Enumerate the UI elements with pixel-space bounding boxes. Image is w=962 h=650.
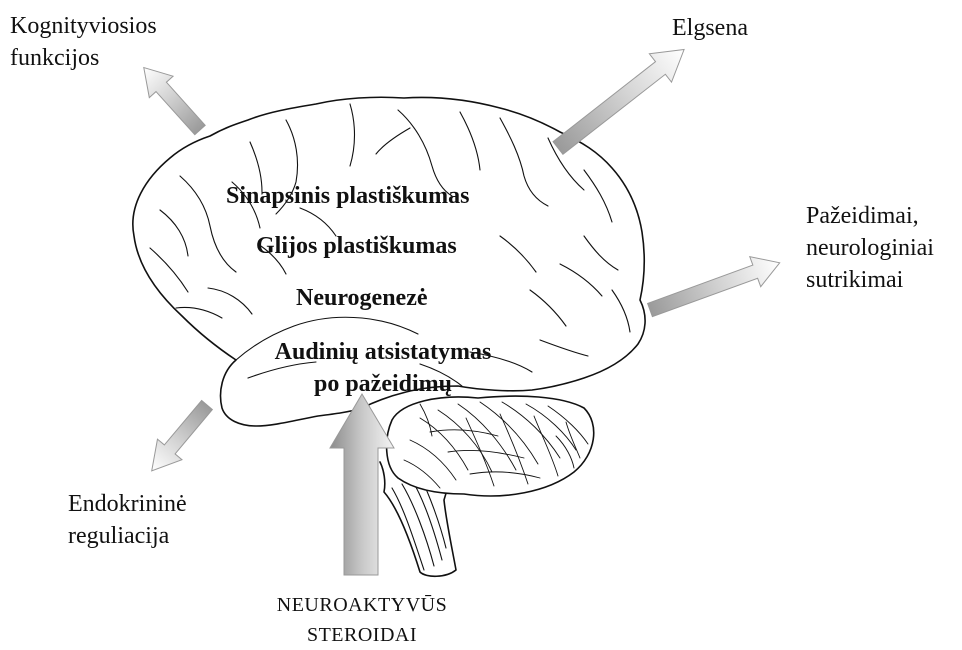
label-neurogenesis: Neurogenezė	[296, 282, 428, 314]
arrow-damage	[645, 248, 786, 325]
label-tissue-repair: Audinių atsistatymas po pažeidimų	[238, 336, 528, 400]
label-cognitive-functions: Kognityviosios funkcijos	[10, 10, 157, 74]
label-behavior: Elgsena	[672, 12, 748, 44]
label-neuroactive-steroids: NEUROAKTYVŪS STEROIDAI	[232, 590, 492, 650]
cerebellum	[387, 396, 594, 496]
label-damage-disorders: Pažeidimai, neurologiniai sutrikimai	[806, 200, 934, 296]
arrow-endocrine	[139, 395, 219, 481]
label-endocrine-regulation: Endokrininė reguliacija	[68, 488, 187, 552]
arrow-behavior	[547, 35, 695, 162]
label-synaptic-plasticity: Sinapsinis plastiškumas	[226, 180, 469, 212]
label-glial-plasticity: Glijos plastiškumas	[256, 230, 457, 262]
